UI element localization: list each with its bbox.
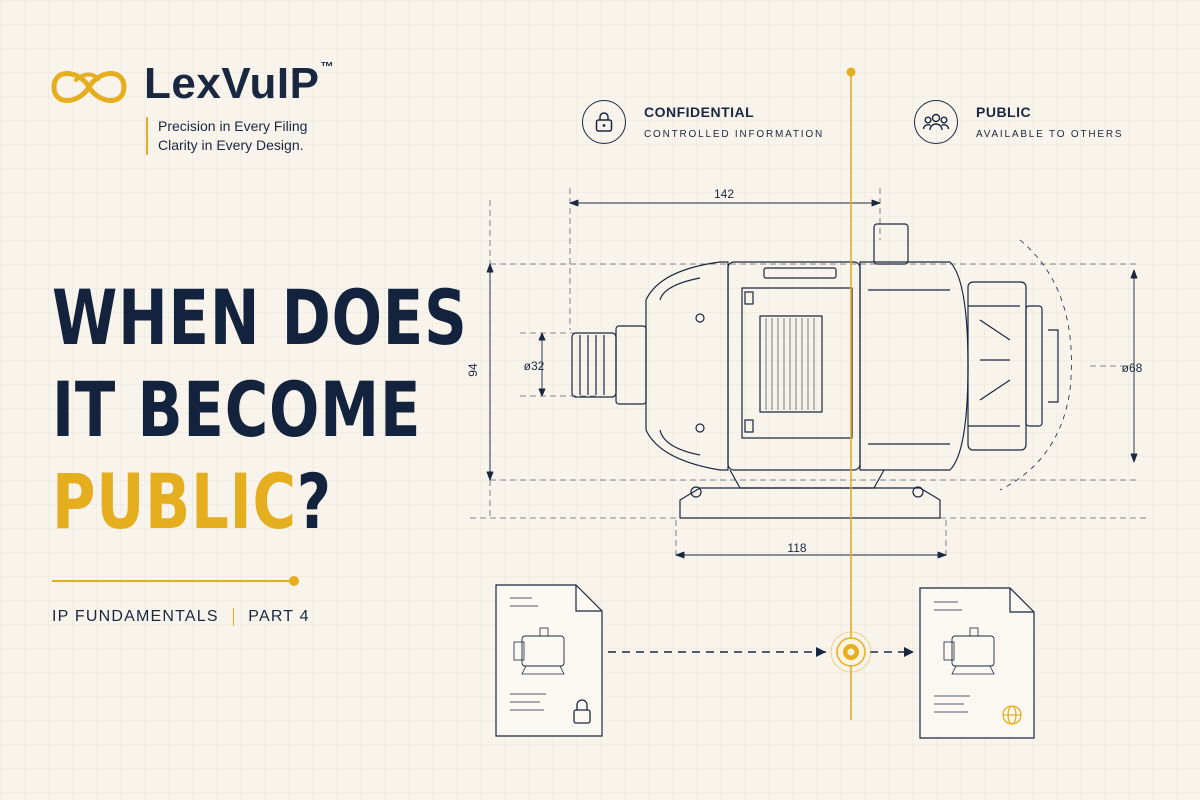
infinity-logo-icon <box>51 71 127 103</box>
confidential-document-icon <box>495 584 603 737</box>
series-separator <box>232 608 235 626</box>
series-part: PART 4 <box>248 608 310 625</box>
legend-public: PUBLIC AVAILABLE TO OTHERS <box>914 100 1123 144</box>
series-label: IP FUNDAMENTALS PART 4 <box>52 608 310 626</box>
motor-rear-housing <box>859 223 1072 491</box>
legend-public-subtitle: AVAILABLE TO OTHERS <box>976 129 1124 140</box>
headline-accent-word: PUBLIC <box>52 457 297 546</box>
accent-divider <box>52 580 294 582</box>
tagline-line-2: Clarity in Every Design. <box>158 137 304 153</box>
headline-line-3: PUBLIC? <box>52 456 468 548</box>
motor-front-housing <box>645 261 729 471</box>
headline-line-1: WHEN DOES <box>52 273 468 362</box>
motor-shaft <box>571 325 647 405</box>
globe-icon <box>1002 705 1022 725</box>
dimension-base-width: 118 <box>787 541 806 555</box>
dimension-end-diameter: ø68 <box>1122 361 1143 375</box>
legend-public-title: PUBLIC <box>976 104 1032 120</box>
headline-question-mark: ? <box>296 457 332 546</box>
dimension-lines <box>486 199 1138 559</box>
legend-public-badge <box>914 100 958 144</box>
legend-confidential-title: CONFIDENTIAL <box>644 104 755 120</box>
series-name: IP FUNDAMENTALS <box>52 608 219 625</box>
legend-confidential-subtitle: CONTROLLED INFORMATION <box>644 129 824 140</box>
timeline-start-dot <box>846 67 856 77</box>
padlock-icon <box>595 112 613 132</box>
motor-base <box>679 469 941 519</box>
target-icon <box>830 631 872 673</box>
headline-line-2: IT BECOME <box>52 365 422 454</box>
legend-confidential-badge <box>582 100 626 144</box>
legend-confidential: CONFIDENTIAL CONTROLLED INFORMATION <box>582 100 824 144</box>
dimension-shaft-diameter: ø32 <box>524 359 545 373</box>
brand-name: LexVuIP™ <box>144 59 334 108</box>
tagline-line-1: Precision in Every Filing <box>158 118 308 134</box>
brand-logo <box>46 62 132 112</box>
accent-divider-dot <box>289 576 299 586</box>
padlock-icon <box>573 699 591 724</box>
people-group-icon <box>922 113 950 131</box>
dimension-overall-width: 142 <box>714 187 734 201</box>
public-document-icon <box>919 587 1035 739</box>
page-headline: WHEN DOES IT BECOME PUBLIC? <box>52 272 468 548</box>
brand-tagline: Precision in Every Filing Clarity in Eve… <box>146 117 307 155</box>
motor-main-body <box>727 261 861 471</box>
dimension-height: 94 <box>466 363 480 377</box>
